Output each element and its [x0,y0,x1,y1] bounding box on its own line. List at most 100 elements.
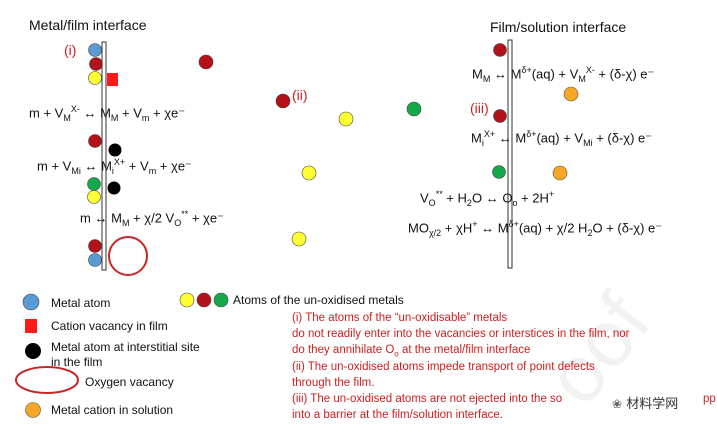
reaction-sup: + [472,219,478,229]
note-ii-line2: through the film. [292,377,375,389]
reaction-sub: M [121,217,130,228]
reaction-text: + V [125,158,149,174]
reaction-text: M [111,210,122,226]
note-text: do they annihilate O [292,344,395,356]
reaction-sub: 2 [587,227,593,238]
legend-metal-cation-icon [25,402,41,418]
left-film-bar [101,41,107,271]
reaction-sub: M [578,73,586,84]
legend-oxygen-vacancy-icon [15,366,79,394]
reaction-sub: M [63,112,71,123]
reaction-text: + (δ-χ) e⁻ [592,130,653,146]
reaction-arrow: ↔ [498,130,512,146]
reaction-sup: X- [585,65,595,75]
reaction-sub: Mi [71,165,81,176]
reaction-text: m + V [29,105,64,121]
reaction-text: (aq) + V [531,66,579,82]
reaction-sup: X- [70,104,80,114]
reaction-arrow: ↔ [493,66,507,82]
reaction-text: m + V [37,158,72,174]
reaction-sub: M [482,73,491,84]
reaction-text: M [100,105,111,121]
reaction-text: (aq) + V [536,130,584,146]
reaction-arrow: ↔ [94,210,108,226]
watermark-icon: ❀ [612,397,623,411]
unoxidised-red-circle [493,43,507,57]
note-i-line1: (i) The atoms of the “un-oxidisable” met… [292,312,508,324]
reaction-text: MO [408,220,429,236]
unoxidised-yellow-circle [301,165,317,181]
unoxidised-red-circle [88,239,102,253]
reaction-sub: O [428,197,436,208]
reaction-text: + 2H [517,190,549,206]
unoxidised-red-circle [198,54,214,70]
unoxidised-red-circle [493,109,507,123]
unoxidised-green-circle [406,101,422,117]
reaction-text: M [101,158,112,174]
marker-ii: (ii) [292,87,308,103]
watermark-text: 材料学网 [626,397,679,412]
reaction-arrow: ↔ [485,190,499,206]
right-reaction-2: MiX+ ↔ Mδ+(aq) + VMi + (δ-χ) e⁻ [471,130,652,148]
reaction-text: M [471,130,482,146]
note-sub: o [394,349,399,359]
note-text: at the metal/film interface [401,344,531,356]
unoxidised-green-circle [87,177,101,191]
legend-unoxidised-label: Atoms of the un-oxidised metals [233,293,404,307]
legend-unoxidised-green-icon [213,292,229,308]
reaction-text: O [471,190,483,206]
legend-metal-atom-label: Metal atom [51,296,111,310]
note-iii-line1-tail: pp [703,393,716,405]
reaction-sub: o [512,197,518,208]
right-film-bar [507,39,513,269]
legend-unoxidised-red-icon [196,292,212,308]
note-i-line3: do they annihilate Oo at the metal/film … [292,344,531,359]
watermark: ❀ 材料学网 [612,393,678,412]
legend-metal-cation-label: Metal cation in solution [51,403,174,417]
left-reaction-2: m + VMi ↔ MiX+ + Vm + χe⁻ [37,158,192,176]
reaction-text: + χe⁻ [149,105,186,121]
right-reaction-1: MM ↔ Mδ+(aq) + VMX- + (δ-χ) e⁻ [472,66,654,84]
reaction-text: M [515,130,527,146]
legend-cation-vacancy-icon [25,319,37,333]
reaction-sub: M [110,112,119,123]
right-reaction-3: VO** + H2O ↔ Oo + 2H+ [420,190,554,208]
reaction-text: O + (δ-χ) e⁻ [592,220,663,236]
note-iii-line1: (iii) The un-oxidised atoms are not ejec… [292,393,563,405]
legend-interstitial-label-2: in the film [51,355,103,369]
reaction-arrow: ↔ [481,220,495,236]
unoxidised-red-circle [275,93,291,109]
reaction-text: + H [442,190,467,206]
reaction-sup: ** [435,189,443,199]
reaction-arrow: ↔ [83,105,97,121]
metal-atom-circle [88,253,102,267]
reaction-text: + χ/2 V [129,210,175,226]
reaction-sub: i [111,165,114,176]
reaction-text: + (δ-χ) e⁻ [594,66,655,82]
reaction-text: M [472,66,483,82]
oxygen-vacancy-ring [108,236,148,276]
watermark-backdrop [608,390,702,408]
interstitial-atom-circle [107,181,121,195]
legend-cation-vacancy-label: Cation vacancy in film [51,319,168,333]
right-reaction-4: MOχ/2 + χH+ ↔ Mδ+(aq) + χ/2 H2O + (δ-χ) … [408,220,662,238]
reaction-text: M [497,220,509,236]
metal-cation-circle [552,165,568,181]
reaction-sub: Mi [583,137,593,148]
left-title: Metal/film interface [29,17,147,33]
reaction-arrow: ↔ [84,158,98,174]
note-ii-line1: (ii) The un-oxidised atoms impede transp… [292,361,595,373]
marker-i: (i) [64,42,77,58]
metal-atom-circle [88,43,102,57]
legend-interstitial-label-1: Metal atom at interstitial site [51,340,200,354]
reaction-sup: ** [181,209,189,219]
reaction-sup: + [548,189,555,199]
reaction-sup: X+ [113,157,126,167]
reaction-sup: δ+ [521,65,532,75]
marker-iii: (iii) [470,100,489,116]
unoxidised-yellow-circle [88,71,102,85]
reaction-text: + χe⁻ [188,210,224,226]
unoxidised-green-circle [492,165,506,179]
reaction-sup: δ+ [508,219,519,229]
unoxidised-yellow-circle [87,190,101,204]
